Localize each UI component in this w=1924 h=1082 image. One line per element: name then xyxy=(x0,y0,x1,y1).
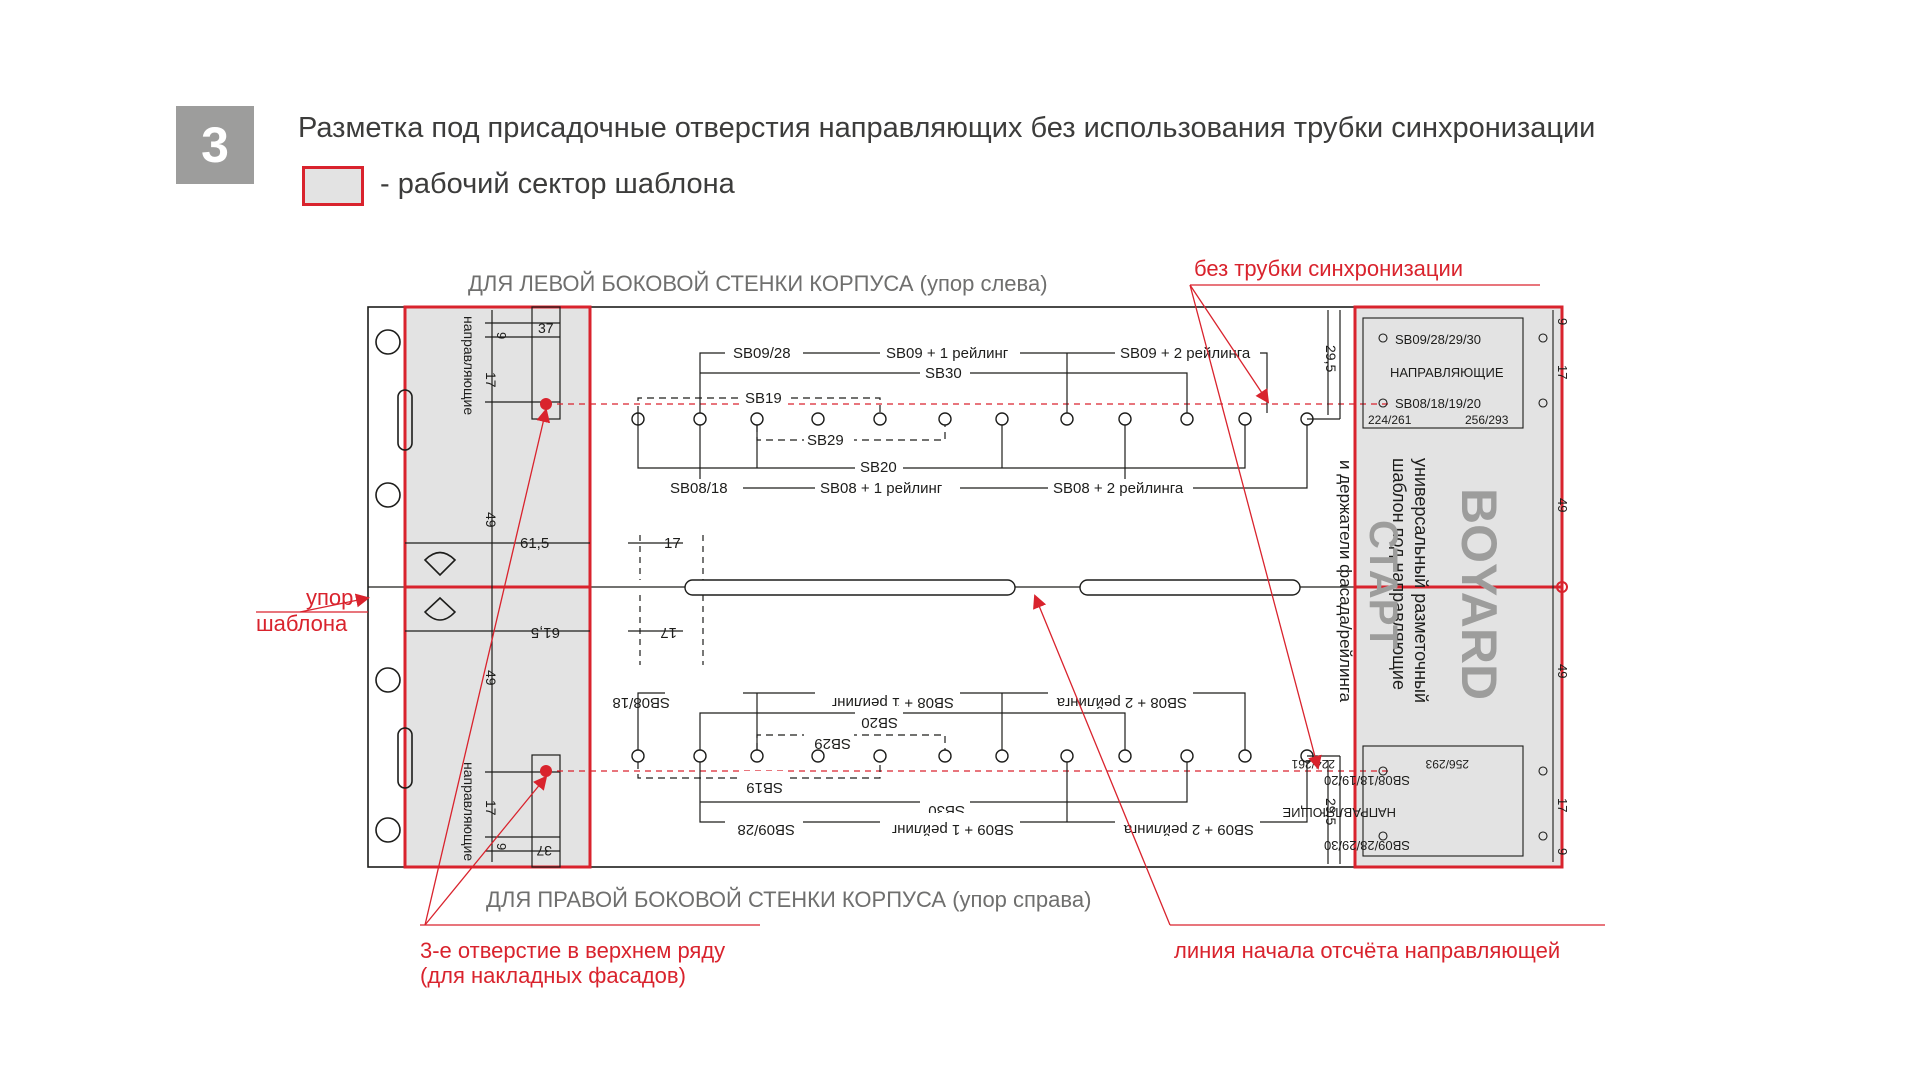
row-label-sb08-2-top: SB08 + 2 рейлинга xyxy=(1053,480,1184,497)
facade-holders-label: и держатели фасада/рейлинга xyxy=(1336,460,1355,703)
dim-29-5-top: 29,5 xyxy=(1323,345,1339,372)
row-label-sb20-top: SB20 xyxy=(860,459,897,476)
brand-line-1: универсальный разметочный xyxy=(1411,458,1431,703)
dim-17-bottom: 17 xyxy=(483,800,499,816)
panel-top-title: SB09/28/29/30 xyxy=(1395,332,1481,347)
center-slot-right xyxy=(1079,579,1301,596)
third-hole-label-line-2: (для накладных фасадов) xyxy=(420,963,686,988)
panel-top-sub: SB08/18/19/20 xyxy=(1395,396,1481,411)
row-label-sb09-2-bottom: SB09 + 2 рейлинга xyxy=(1123,821,1254,838)
dim-49-bottom: 49 xyxy=(483,670,499,686)
row-label-sb30-top: SB30 xyxy=(925,365,962,382)
panel-bottom-sub: SB08/18/19/20 xyxy=(1324,773,1410,788)
panel-dim-49-bottom: 49 xyxy=(1555,664,1570,678)
panel-dim-9-bottom: 9 xyxy=(1555,848,1570,855)
row-label-sb09-28: SB09/28 xyxy=(733,345,791,362)
row-label-sb09-2: SB09 + 2 рейлинга xyxy=(1120,345,1251,362)
page-title: Разметка под присадочные отверстия напра… xyxy=(298,112,1596,144)
row-label-sb19-bottom: SB19 xyxy=(746,779,783,796)
origin-line-label: линия начала отсчёта направляющей xyxy=(1174,938,1560,963)
row-label-sb08-18-top: SB08/18 xyxy=(670,480,728,497)
dim-61-5-bottom: 61,5 xyxy=(531,624,560,641)
stop-label-line-2: шаблона xyxy=(256,611,348,636)
row-label-sb29-top: SB29 xyxy=(807,432,844,449)
guides-label-bottom: направляющие xyxy=(461,762,477,861)
panel-top-left: 224/261 xyxy=(1368,413,1412,427)
panel-bottom-label: НАПРАВЛЯЮЩИЕ xyxy=(1282,805,1396,820)
row-label-sb08-1-top: SB08 + 1 рейлинг xyxy=(820,480,943,497)
step-number-badge: 3 xyxy=(176,106,254,184)
panel-bottom-title: SB09/28/29/30 xyxy=(1324,838,1410,853)
brand-logo: BOYARD xyxy=(1451,488,1507,700)
panel-dim-17-top: 17 xyxy=(1555,365,1570,379)
upper-hole-row xyxy=(631,412,1314,426)
edge-holes xyxy=(375,329,457,843)
panel-dim-17-bottom: 17 xyxy=(1555,798,1570,812)
row-label-sb09-1: SB09 + 1 рейлинг xyxy=(886,345,1009,362)
panel-bottom-right: 256/293 xyxy=(1425,757,1469,771)
dim-9-top: 9 xyxy=(494,332,509,339)
working-sector-legend-swatch xyxy=(302,166,364,206)
dim-17-mid-bottom: 17 xyxy=(660,624,677,641)
row-label-sb19-top: SB19 xyxy=(745,390,782,407)
dim-37-bottom: 37 xyxy=(536,843,552,859)
brand-product: СТАРТ xyxy=(1361,520,1405,649)
third-hole-label-line-1: 3-е отверстие в верхнем ряду xyxy=(420,938,725,963)
dim-29-5-bottom: 29,5 xyxy=(1323,798,1339,825)
row-label-sb08-2-bottom: SB08 + 2 рейлинга xyxy=(1056,694,1187,711)
dim-37-top: 37 xyxy=(538,320,554,336)
row-label-sb29-bottom: SB29 xyxy=(814,735,851,752)
lower-hole-row xyxy=(631,749,1314,763)
brand-line-2: шаблон под направляющие xyxy=(1389,458,1409,690)
working-sector-legend-text: - рабочий сектор шаблона xyxy=(380,168,735,200)
panel-top-right: 256/293 xyxy=(1465,413,1509,427)
panel-dim-49-top: 49 xyxy=(1555,498,1570,512)
row-label-sb09-1-bottom: SB09 + 1 рейлинг xyxy=(891,821,1014,838)
guides-label-top: направляющие xyxy=(461,316,477,415)
panel-dim-9-top: 9 xyxy=(1555,318,1570,325)
dim-49-top: 49 xyxy=(483,512,499,528)
right-wall-label: ДЛЯ ПРАВОЙ БОКОВОЙ СТЕНКИ КОРПУСА (упор … xyxy=(486,887,1091,912)
dim-61-5-top: 61,5 xyxy=(520,535,549,552)
dim-9-bottom: 9 xyxy=(494,843,509,850)
dim-17-top: 17 xyxy=(483,372,499,388)
panel-top-label: НАПРАВЛЯЮЩИЕ xyxy=(1390,365,1504,380)
left-wall-label: ДЛЯ ЛЕВОЙ БОКОВОЙ СТЕНКИ КОРПУСА (упор с… xyxy=(468,271,1048,296)
panel-bottom-left: 224/261 xyxy=(1291,757,1335,771)
center-slot-left xyxy=(684,579,1016,596)
row-label-sb20-bottom: SB20 xyxy=(861,714,898,731)
no-tube-label: без трубки синхронизации xyxy=(1194,256,1463,281)
dim-17-mid-top: 17 xyxy=(664,535,681,552)
row-label-sb09-28-bottom: SB09/28 xyxy=(737,821,795,838)
row-label-sb08-18-bottom: SB08/18 xyxy=(612,694,670,711)
